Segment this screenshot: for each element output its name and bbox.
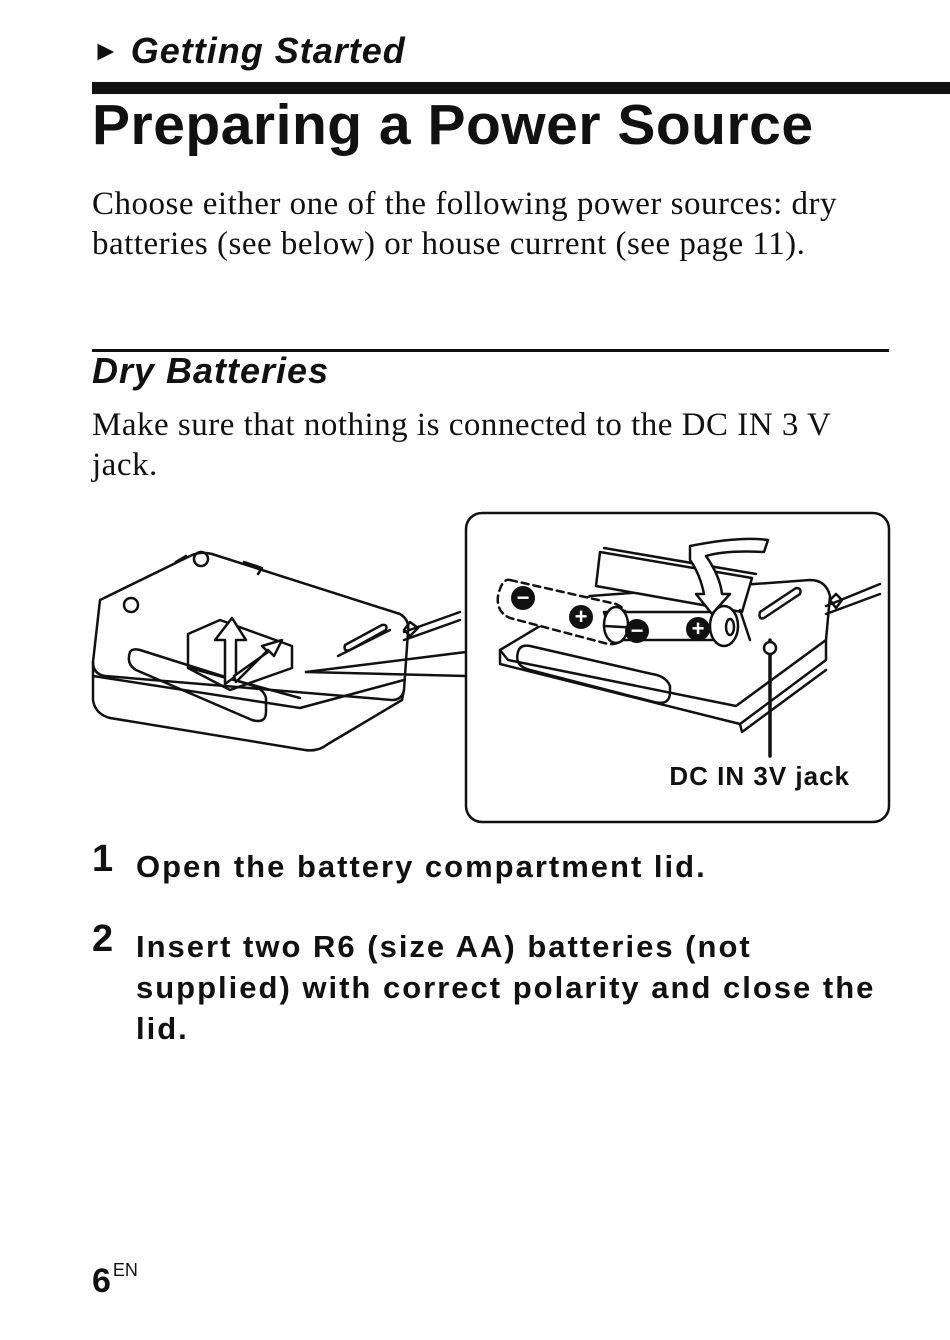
dc-in-jack-callout: DC IN 3V jack	[669, 761, 850, 791]
lid-close-arrow-icon	[688, 537, 770, 616]
player-device-illustration	[91, 550, 462, 752]
plus-sign: +	[692, 616, 705, 641]
minus-sign: −	[517, 585, 530, 610]
plus-polarity-icon	[686, 617, 710, 641]
minus-sign: −	[631, 618, 644, 643]
triangle-marker-icon: ►	[92, 35, 121, 66]
step-text: Open the battery compartment lid.	[136, 849, 707, 884]
section-label: Getting Started	[130, 30, 406, 71]
header-rule	[92, 82, 950, 94]
subsection-note: Make sure that nothing is connected to t…	[92, 407, 831, 483]
minus-polarity-icon	[511, 586, 535, 610]
step-number: 2	[92, 918, 114, 960]
polarity-markers: − + − +	[511, 585, 710, 643]
plus-polarity-icon	[569, 605, 593, 629]
battery-illustration: − + − + DC IN 3V jack	[91, 511, 891, 824]
step-text: Insert two R6 (size AA) batteries (not s…	[136, 929, 876, 1046]
page-number-value: 6	[92, 1262, 111, 1300]
step-number: 1	[92, 838, 114, 880]
plus-sign: +	[575, 604, 588, 629]
section-header: ► Getting Started	[92, 30, 406, 72]
intro-paragraph: Choose either one of the following power…	[92, 186, 837, 262]
subsection-heading: Dry Batteries	[92, 350, 330, 391]
lid-open-arrow-icon	[213, 616, 284, 686]
subsection-rule	[92, 349, 889, 352]
minus-polarity-icon	[625, 619, 649, 643]
language-code: EN	[112, 1260, 138, 1280]
page-title: Preparing a Power Source	[92, 93, 814, 157]
